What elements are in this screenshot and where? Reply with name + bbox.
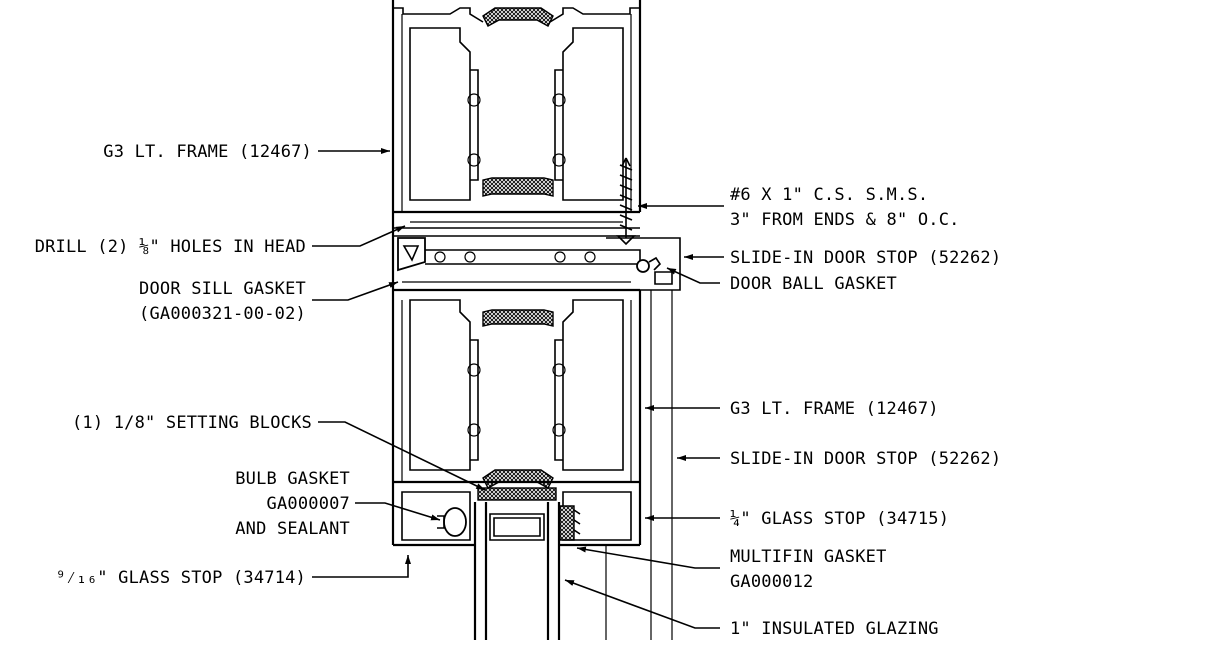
callout-multifin-line2: GA000012 (730, 572, 813, 592)
callout-drill-holes: DRILL (2) ⅛" HOLES IN HEAD (35, 237, 306, 257)
callout-setting-blocks: (1) 1/8" SETTING BLOCKS (72, 413, 312, 433)
sill-and-door-stop (391, 212, 681, 292)
leader-lines (312, 148, 724, 629)
callout-multifin-line1: MULTIFIN GASKET (730, 547, 887, 567)
callout-bulb-gasket-line1: BULB GASKET (235, 469, 350, 489)
callout-glass-stop-916: ⁹⁄₁₆" GLASS STOP (34714) (56, 568, 306, 588)
lower-frame-profile (391, 290, 673, 640)
right-callouts: #6 X 1" C.S. S.M.S. 3" FROM ENDS & 8" O.… (730, 185, 1001, 639)
callout-door-stop-bottom: SLIDE-IN DOOR STOP (52262) (730, 449, 1001, 469)
callout-screw-line2: 3" FROM ENDS & 8" O.C. (730, 210, 960, 230)
callout-ball-gasket: DOOR BALL GASKET (730, 274, 897, 294)
left-callouts: G3 LT. FRAME (12467) DRILL (2) ⅛" HOLES … (35, 142, 350, 588)
callout-sill-gasket-line2: (GA000321-00-02) (139, 304, 306, 324)
callout-glass-stop-14: ¼" GLASS STOP (34715) (730, 509, 949, 529)
callout-glazing: 1" INSULATED GLAZING (730, 619, 939, 639)
callout-screw-line1: #6 X 1" C.S. S.M.S. (730, 185, 928, 205)
callout-door-stop-top: SLIDE-IN DOOR STOP (52262) (730, 248, 1001, 268)
callout-frame-top: G3 LT. FRAME (12467) (103, 142, 312, 162)
callout-bulb-gasket-line2: GA000007 (267, 494, 350, 514)
upper-frame-profile (391, 0, 642, 223)
screw-icon (616, 157, 636, 246)
callout-sill-gasket-line1: DOOR SILL GASKET (139, 279, 306, 299)
callout-frame-bottom: G3 LT. FRAME (12467) (730, 399, 939, 419)
callout-bulb-gasket-line3: AND SEALANT (235, 519, 350, 539)
